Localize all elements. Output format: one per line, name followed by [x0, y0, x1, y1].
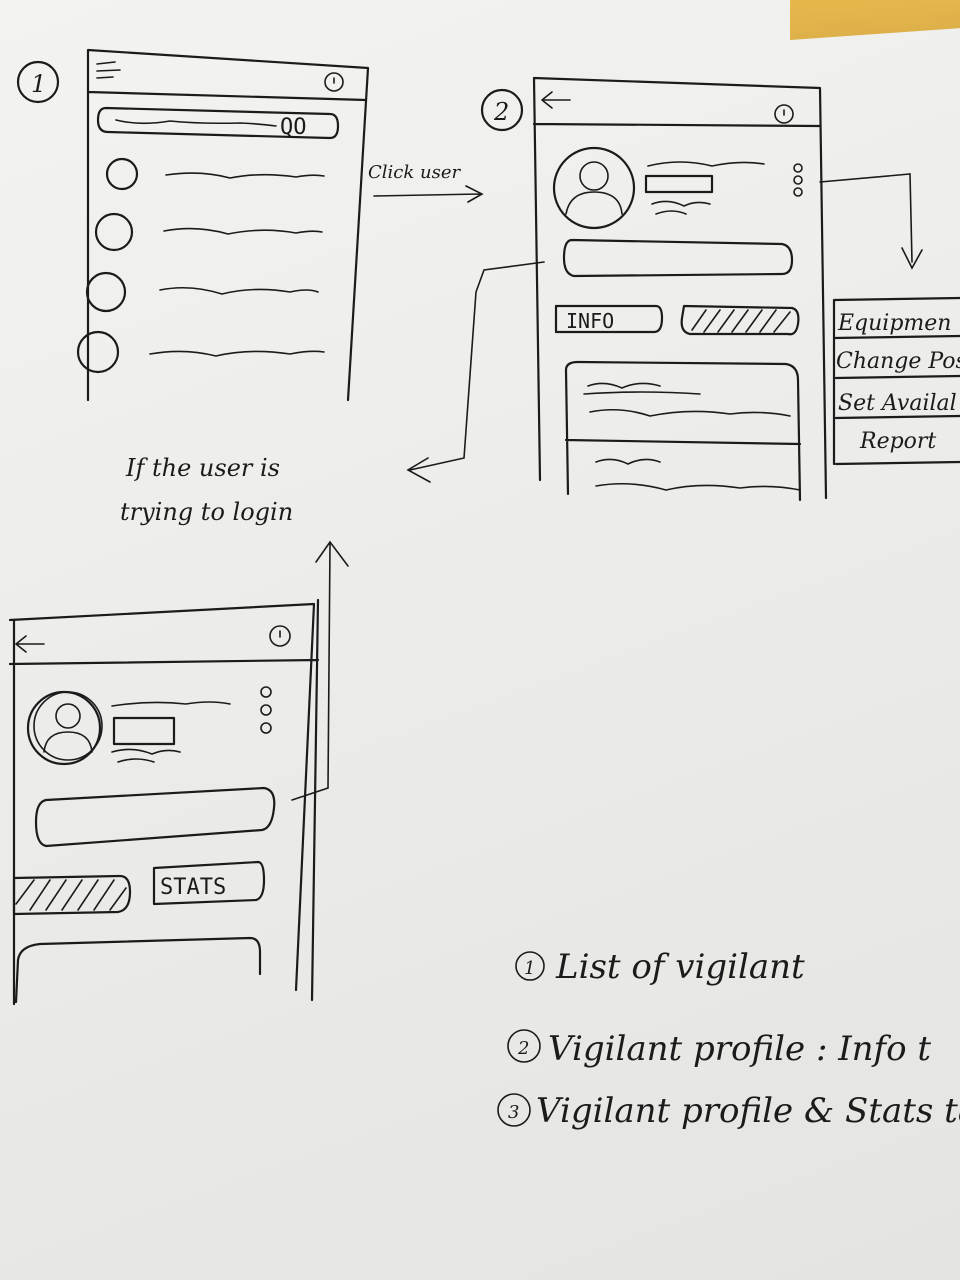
back-arrow-icon[interactable] — [541, 91, 571, 109]
tab-info-selected[interactable] — [12, 874, 132, 916]
list-item[interactable] — [94, 212, 323, 252]
svg-text:3: 3 — [508, 1102, 519, 1123]
list-item[interactable] — [105, 157, 325, 191]
note-1: 1 List of vigilant — [515, 947, 805, 987]
search-bar[interactable]: QO — [96, 106, 340, 140]
name-scribble — [111, 701, 231, 707]
screen-2-frame — [532, 76, 828, 500]
tab-stats-selected[interactable] — [680, 304, 800, 336]
description-box — [562, 238, 794, 278]
svg-text:INFO: INFO — [566, 309, 614, 333]
subtitle-scribble — [655, 210, 687, 215]
menu-item-equipment[interactable]: Equipmen — [837, 311, 951, 336]
menu-item-report[interactable]: Report — [859, 429, 936, 454]
click-user-annotation: Click user — [368, 162, 484, 203]
note-2: 2 Vigilant profile : Info t — [507, 1029, 931, 1069]
description-box — [34, 786, 276, 848]
search-label: QO — [280, 115, 307, 140]
screen-number-circle — [480, 88, 524, 132]
subtitle-scribble — [117, 758, 155, 763]
login-label-line1: If the user is — [125, 454, 280, 482]
screen-1-list: 1 QO — [16, 48, 370, 402]
svg-text:Vigilant profile & Stats tab: Vigilant profile & Stats tab — [536, 1091, 960, 1131]
login-label-line2: trying to login — [120, 498, 293, 526]
profile-icon[interactable] — [324, 72, 344, 92]
screen-number: 2 — [493, 98, 509, 126]
avatar — [552, 146, 636, 230]
click-user-label: Click user — [368, 162, 461, 183]
avatar — [26, 690, 103, 766]
svg-text:Vigilant profile : Info t: Vigilant profile : Info t — [548, 1029, 931, 1069]
name-scribble — [647, 161, 765, 167]
screen-1-frame — [86, 48, 370, 402]
card-scribble — [583, 391, 701, 395]
stats-card — [14, 936, 262, 1004]
note-3: 3 Vigilant profile & Stats tab — [497, 1091, 960, 1131]
list-item[interactable] — [85, 271, 319, 313]
screen-3-frame — [8, 598, 320, 1006]
screen-number-circle — [16, 60, 60, 104]
badge-box — [112, 716, 176, 746]
hamburger-icon[interactable] — [96, 61, 121, 79]
menu-item-set-availability[interactable]: Set Availal — [838, 391, 957, 416]
more-options-icon[interactable] — [793, 163, 803, 197]
svg-text:STATS: STATS — [160, 875, 226, 900]
badge-box — [644, 174, 714, 194]
screen-number: 1 — [31, 70, 46, 98]
profile-icon[interactable] — [774, 104, 794, 124]
subtitle-scribble — [651, 200, 711, 207]
svg-text:List of vigilant: List of vigilant — [555, 947, 805, 987]
dropdown-arrow — [819, 173, 923, 270]
card-scribble — [589, 408, 791, 417]
card-scribble — [587, 382, 661, 389]
legend-notes: 1 List of vigilant 2 Vigilant profile : … — [497, 947, 960, 1131]
login-arrow — [406, 261, 545, 483]
login-annotation: If the user is trying to login — [120, 454, 293, 526]
menu-item-change-position[interactable]: Change Posi — [836, 349, 960, 374]
tab-stats[interactable]: STATS — [152, 860, 266, 906]
options-dropdown: Equipmen Change Posi Set Availal Report — [832, 296, 960, 466]
subtitle-scribble — [111, 748, 181, 755]
tab-info[interactable]: INFO — [554, 304, 664, 334]
card-scribble — [595, 482, 801, 491]
svg-text:2: 2 — [517, 1038, 529, 1059]
more-options-icon[interactable] — [260, 686, 272, 734]
screen-3-stats: STATS — [8, 598, 320, 1006]
profile-icon[interactable] — [269, 625, 291, 647]
card-scribble — [595, 458, 661, 465]
list-item[interactable] — [76, 330, 325, 374]
info-card — [564, 360, 802, 502]
screen-2-info: 2 — [480, 76, 828, 502]
svg-text:1: 1 — [524, 958, 535, 979]
back-arrow-icon[interactable] — [15, 635, 45, 653]
login-return-arrow — [291, 540, 349, 801]
